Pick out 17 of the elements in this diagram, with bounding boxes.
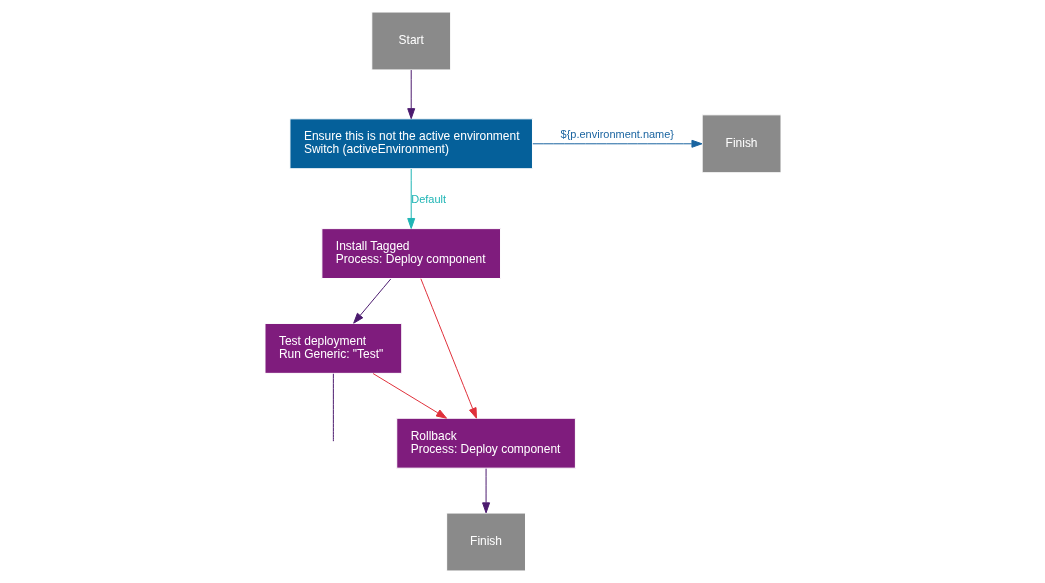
arrow bbox=[419, 278, 477, 419]
arrow bbox=[406, 69, 415, 120]
arrow bbox=[531, 139, 702, 148]
arrow bbox=[372, 373, 447, 419]
arrow bbox=[406, 168, 415, 229]
node-box: Rollback Process: Deploy component bbox=[395, 417, 576, 469]
connector bbox=[332, 373, 334, 442]
arrow bbox=[481, 468, 490, 514]
node-box: Test deployment Run Generic: "Test" bbox=[264, 322, 402, 374]
arrow bbox=[352, 278, 391, 324]
edge-label: Default bbox=[410, 193, 446, 206]
node-box: Start bbox=[370, 11, 451, 71]
node-box: Finish bbox=[701, 114, 781, 174]
node-box: Ensure this is not the active environment Switch (activeEnvironment) bbox=[288, 118, 533, 170]
node-box: Finish bbox=[445, 512, 526, 572]
node-box: Install Tagged Process: Deploy component bbox=[320, 228, 501, 279]
edge-label: ${p.environment.name} bbox=[560, 127, 674, 140]
